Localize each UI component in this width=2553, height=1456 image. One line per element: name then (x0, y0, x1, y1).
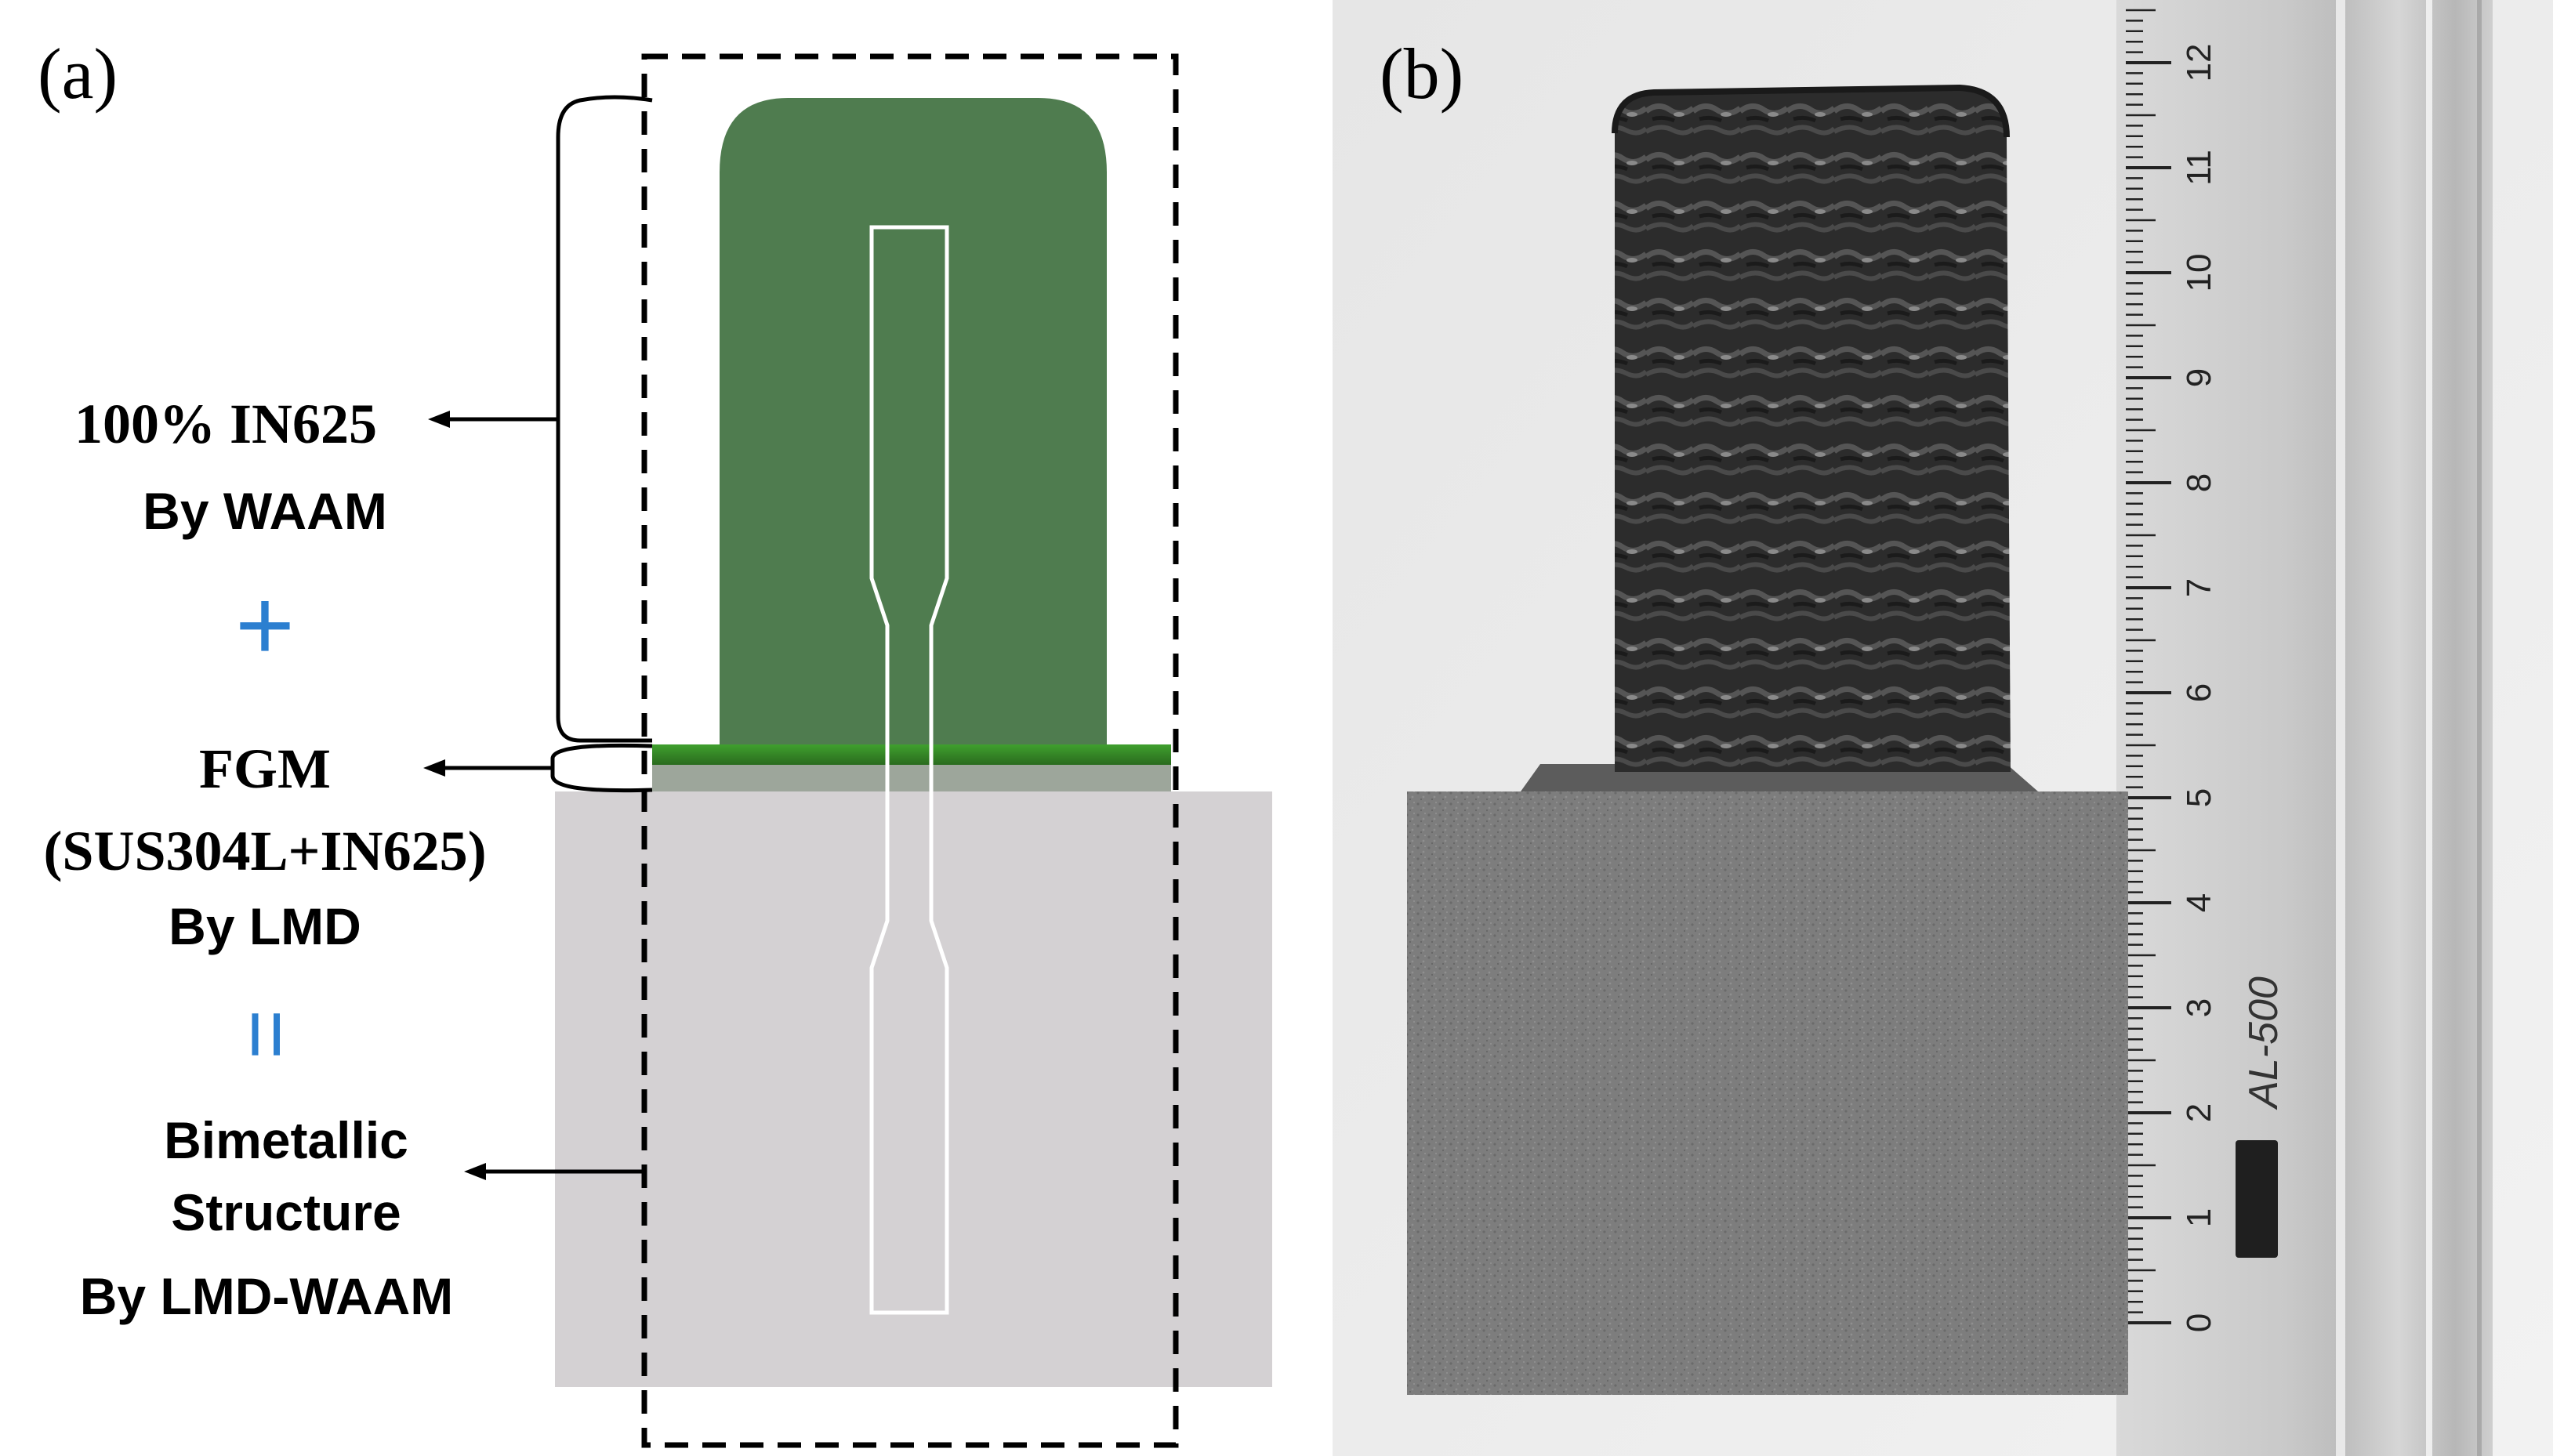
arrow-in625 (428, 411, 558, 428)
label-bimetallic: Bimetallic (164, 1111, 408, 1169)
arrow-bimetallic (464, 1163, 644, 1180)
ruler-number: 8 (2180, 473, 2218, 492)
in625-brace (556, 95, 653, 743)
ruler-number: 10 (2180, 254, 2218, 292)
fgm-brace (550, 743, 653, 793)
panel-a-label: (a) (38, 34, 118, 114)
ruler-model-label: AL-500 (2241, 976, 2286, 1110)
ruler-number: 11 (2180, 150, 2218, 186)
panel-b-label: (b) (1380, 34, 1463, 114)
ruler-number: 7 (2180, 578, 2218, 597)
steel-base-block (1407, 791, 2128, 1395)
panel-a: (a) 100% IN625 By WAAM (38, 34, 1272, 1448)
label-fgm-composition: (SUS304L+IN625) (43, 820, 486, 882)
label-by-lmd-waam: By LMD-WAAM (80, 1267, 454, 1325)
ruler-small-plate (2236, 1140, 2278, 1258)
label-structure: Structure (171, 1183, 401, 1241)
fgm-band-transition (652, 765, 1171, 791)
label-by-waam: By WAAM (143, 482, 387, 540)
arrow-fgm (423, 759, 553, 777)
ruler-number: 4 (2180, 893, 2218, 912)
ruler-number: 2 (2180, 1103, 2218, 1122)
plus-symbol: + (235, 567, 295, 682)
ruler-ticks (2126, 9, 2171, 1324)
fgm-band (652, 744, 1171, 765)
ruler-number: 1 (2180, 1208, 2218, 1227)
ruler-number: 0 (2180, 1313, 2218, 1332)
label-fgm: FGM (199, 737, 331, 800)
tensile-specimen-outline (869, 225, 949, 1315)
label-in625: 100% IN625 (74, 393, 377, 455)
ruler-number: 9 (2180, 368, 2218, 387)
ruler-number: 5 (2180, 788, 2218, 807)
dashed-bounding-box (641, 53, 1179, 1448)
equals-symbol: = (219, 1009, 315, 1059)
substrate-block (555, 791, 1272, 1387)
ruler-number: 3 (2180, 998, 2218, 1017)
in625-wall (720, 98, 1107, 752)
ruler-number: 12 (2180, 44, 2218, 82)
ruler-number: 6 (2180, 683, 2218, 702)
deposited-wall (1615, 88, 2011, 772)
label-by-lmd: By LMD (169, 897, 361, 955)
